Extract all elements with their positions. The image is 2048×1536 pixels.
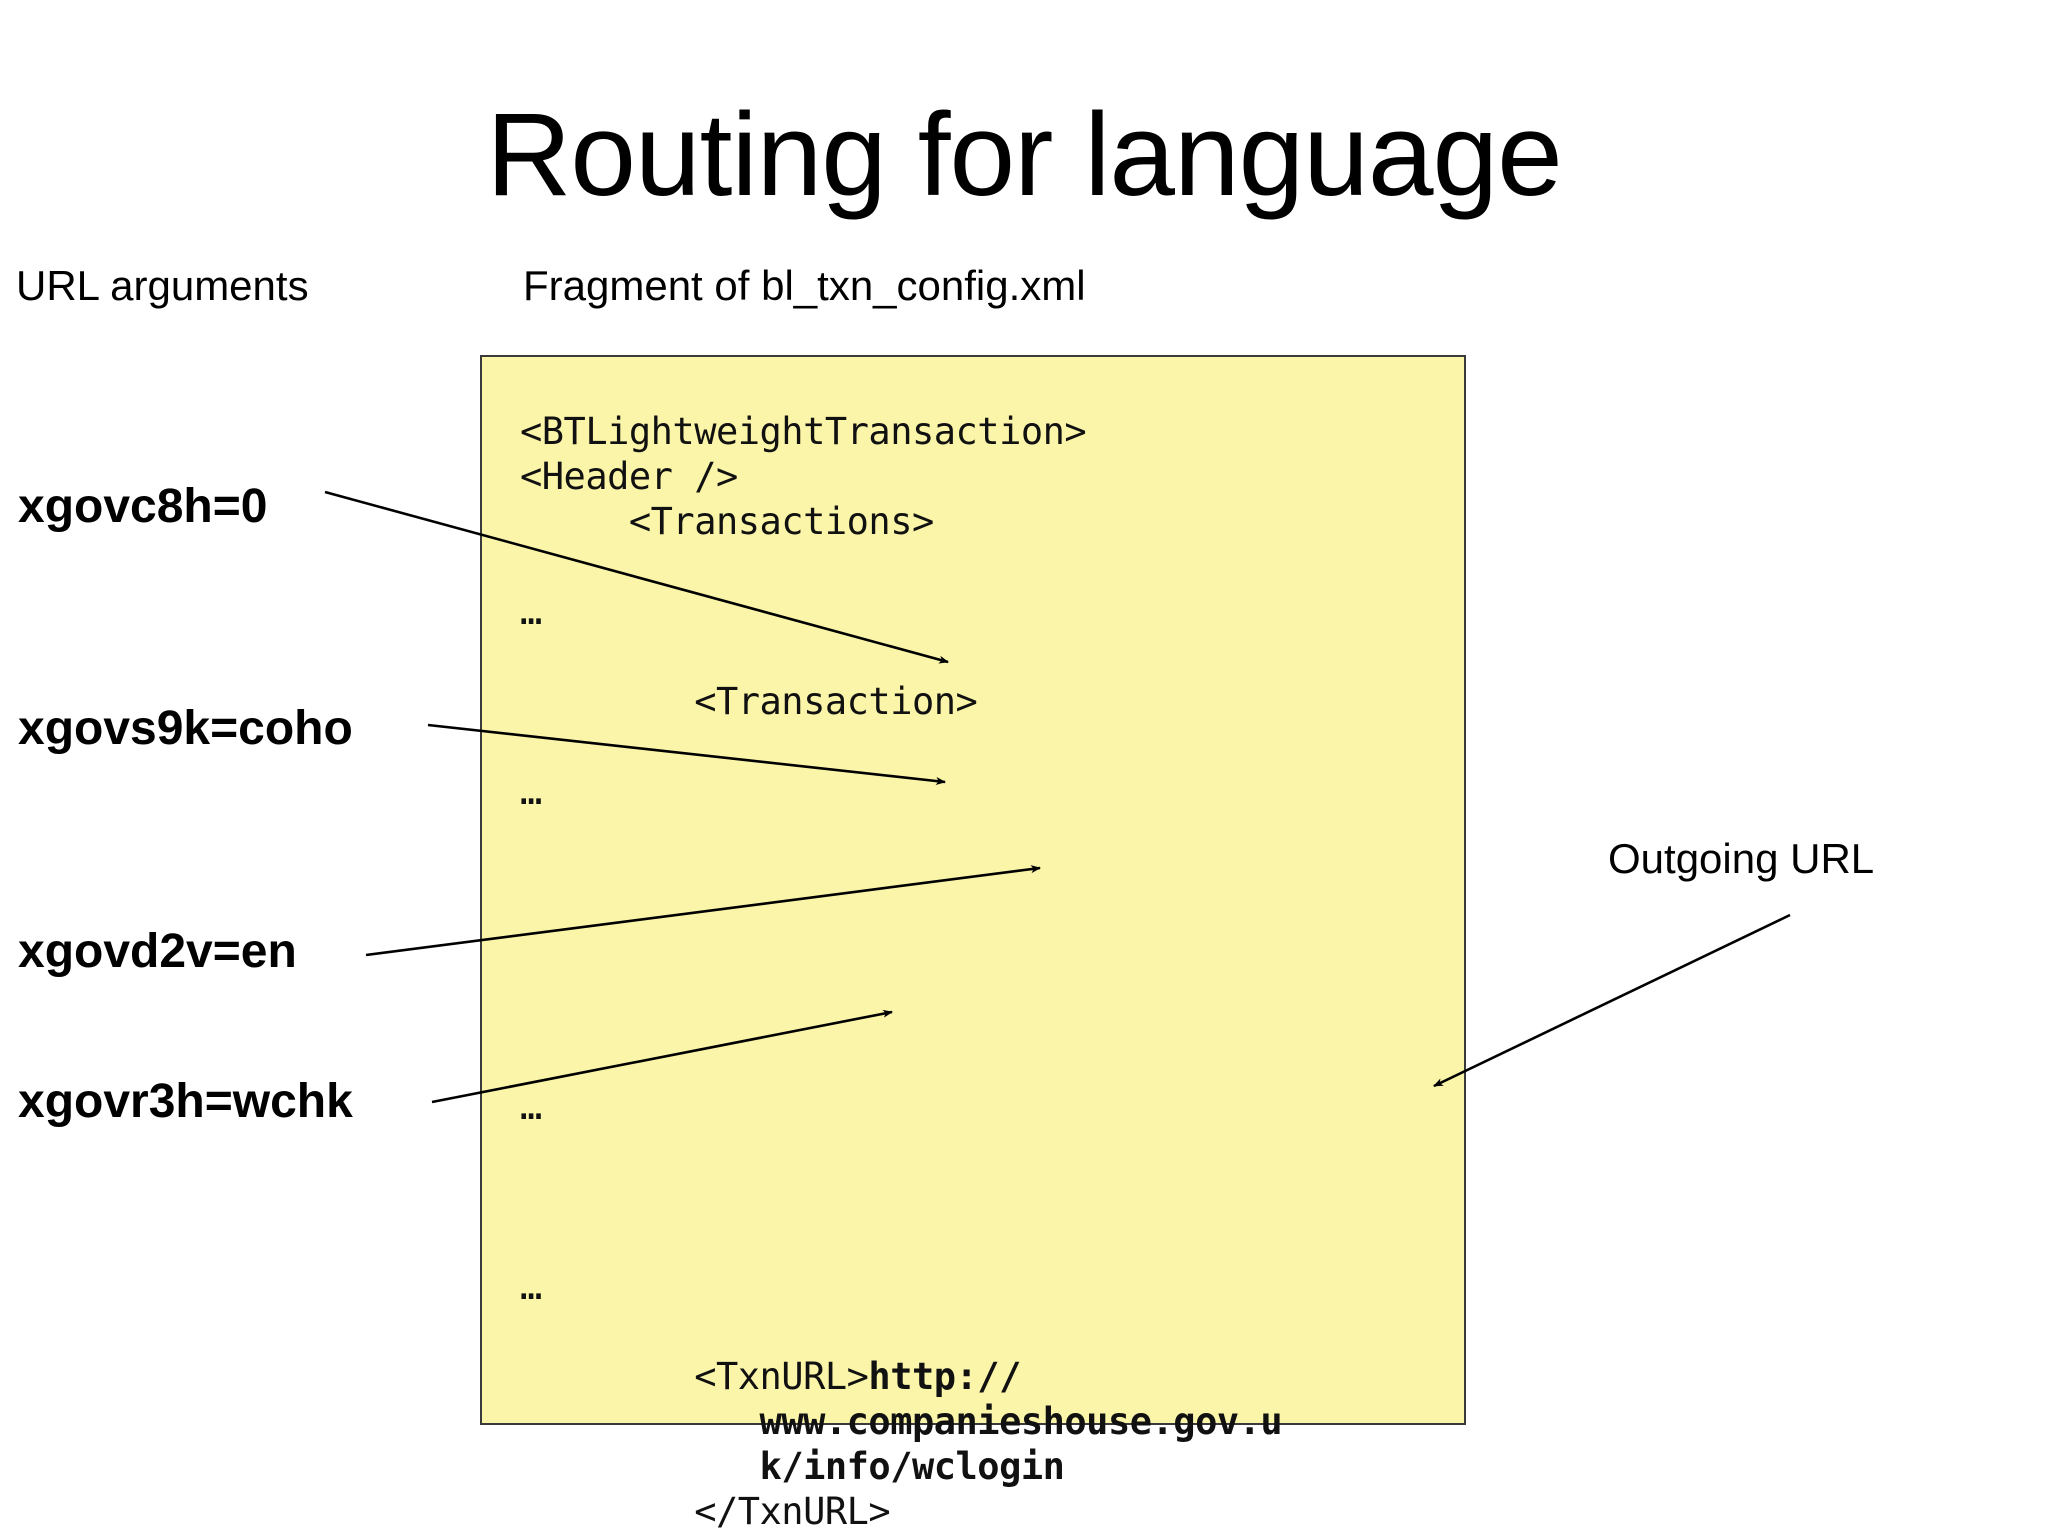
url-argument-label-xgovr3h: xgovr3h=wchk xyxy=(18,1075,353,1128)
caption-xml-fragment: Fragment of bl_txn_config.xml xyxy=(523,262,1086,309)
url-argument-label-xgovc8h: xgovc8h=0 xyxy=(18,480,268,533)
xml-fragment-panel: <BTLightweightTransaction><Header /> <Tr… xyxy=(480,355,1466,1536)
url-argument-label-xgovd2v: xgovd2v=en xyxy=(18,925,297,978)
url-argument-label-xgovs9k: xgovs9k=coho xyxy=(18,702,353,755)
caption-outgoing-url: Outgoing URL xyxy=(1608,835,1875,882)
connector-outgoing-url xyxy=(1433,913,1791,1088)
caption-url-arguments: URL arguments xyxy=(16,262,309,309)
xml-code-block: <BTLightweightTransaction><Header /> <Tr… xyxy=(520,410,1283,1536)
page-title: Routing for language xyxy=(486,89,1563,221)
